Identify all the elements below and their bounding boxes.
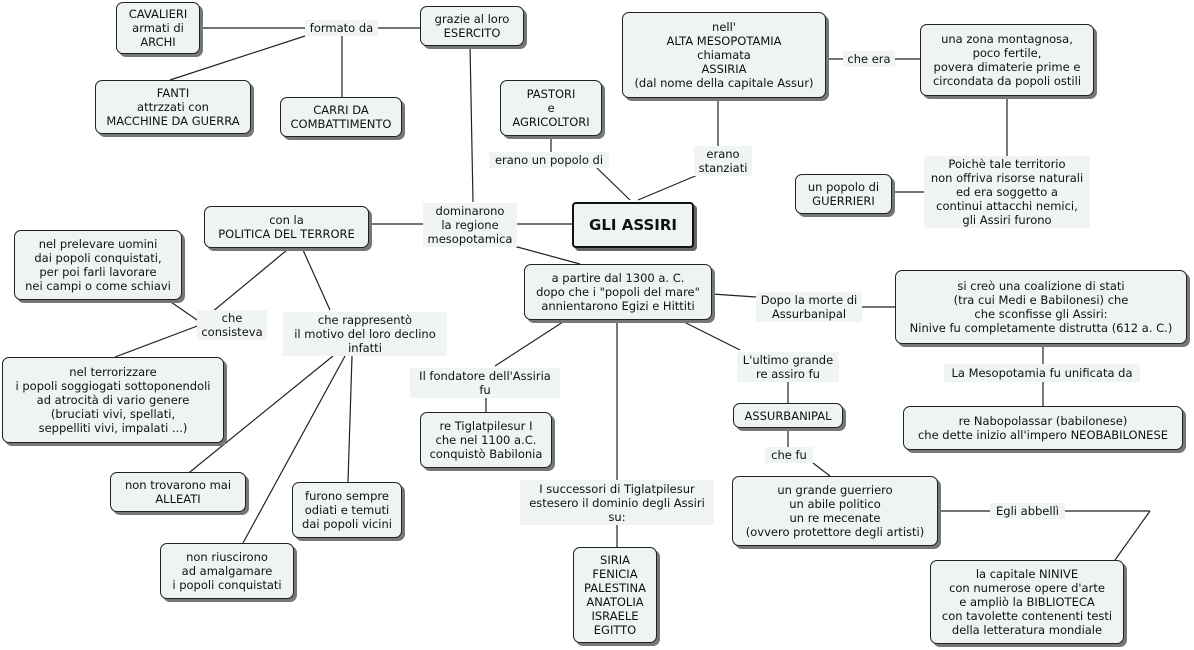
node-prelevare[interactable]: nel prelevare uomini dai popoli conquist… bbox=[14, 230, 182, 300]
node-ninive[interactable]: la capitale NINIVE con numerose opere d'… bbox=[930, 560, 1124, 644]
node-pastori[interactable]: PASTORI e AGRICOLTORI bbox=[500, 80, 602, 136]
label-che-fu: che fu bbox=[765, 447, 813, 463]
label-formato-da: formato da bbox=[305, 20, 378, 36]
label-egli-abbelli: Egli abbellì bbox=[990, 503, 1065, 519]
center-node-gli-assiri[interactable]: GLI ASSIRI bbox=[572, 202, 694, 248]
node-assurbanipal[interactable]: ASSURBANIPAL bbox=[733, 403, 843, 428]
label-successori: I successori di Tiglatpilesur estesero i… bbox=[520, 480, 714, 525]
label-che-era: che era bbox=[843, 51, 895, 67]
node-zona-montagnosa[interactable]: una zona montagnosa, poco fertile, pover… bbox=[920, 24, 1094, 96]
node-odiati[interactable]: furono sempre odiati e temuti dai popoli… bbox=[292, 482, 402, 538]
node-carri[interactable]: CARRI DA COMBATTIMENTO bbox=[280, 97, 402, 137]
node-tiglatpilesur[interactable]: re Tiglatpilesur I che nel 1100 a.C. con… bbox=[420, 412, 552, 468]
node-coalizione[interactable]: si creò una coalizione di stati (tra cui… bbox=[895, 270, 1187, 344]
label-che-consisteva: che consisteva bbox=[197, 310, 267, 340]
node-amalgamare[interactable]: non riuscirono ad amalgamare i popoli co… bbox=[160, 543, 294, 599]
label-dominarono: dominarono la regione mesopotamica bbox=[423, 203, 517, 247]
label-che-rappresento: che rappresentò il motivo del loro decli… bbox=[283, 312, 447, 356]
node-cavalieri[interactable]: CAVALIERI armati di ARCHI bbox=[116, 2, 200, 54]
node-dal-1300[interactable]: a partire dal 1300 a. C. dopo che i "pop… bbox=[524, 264, 712, 320]
label-poiche: Poichè tale territorio non offriva risor… bbox=[924, 156, 1090, 228]
label-ultimo-grande: L'ultimo grande re assiro fu bbox=[737, 352, 839, 382]
node-politica-terrore[interactable]: con la POLITICA DEL TERRORE bbox=[204, 206, 369, 248]
label-dopo-morte: Dopo la morte di Assurbanipal bbox=[756, 292, 862, 322]
node-alta-mesopotamia[interactable]: nell' ALTA MESOPOTAMIA chiamata ASSIRIA … bbox=[622, 12, 826, 98]
node-guerriero-politico[interactable]: un grande guerriero un abile politico un… bbox=[732, 476, 938, 546]
node-guerrieri[interactable]: un popolo di GUERRIERI bbox=[795, 174, 892, 214]
label-erano-stanziati: erano stanziati bbox=[694, 146, 752, 176]
node-terrorizzare[interactable]: nel terrorizzare i popoli soggiogati sot… bbox=[2, 357, 224, 443]
label-mesopotamia-unificata: La Mesopotamia fu unificata da bbox=[944, 364, 1140, 382]
node-fanti[interactable]: FANTI attrzzati con MACCHINE DA GUERRA bbox=[95, 80, 251, 134]
node-alleati[interactable]: non trovarono mai ALLEATI bbox=[110, 472, 246, 512]
node-nabopolassar[interactable]: re Nabopolassar (babilonese) che dette i… bbox=[903, 406, 1183, 450]
node-regioni[interactable]: SIRIA FENICIA PALESTINA ANATOLIA ISRAELE… bbox=[573, 547, 657, 643]
label-erano-popolo: erano un popolo di bbox=[489, 152, 609, 168]
node-esercito[interactable]: grazie al loro ESERCITO bbox=[420, 6, 524, 46]
label-fondatore: Il fondatore dell'Assiria fu bbox=[410, 368, 560, 398]
